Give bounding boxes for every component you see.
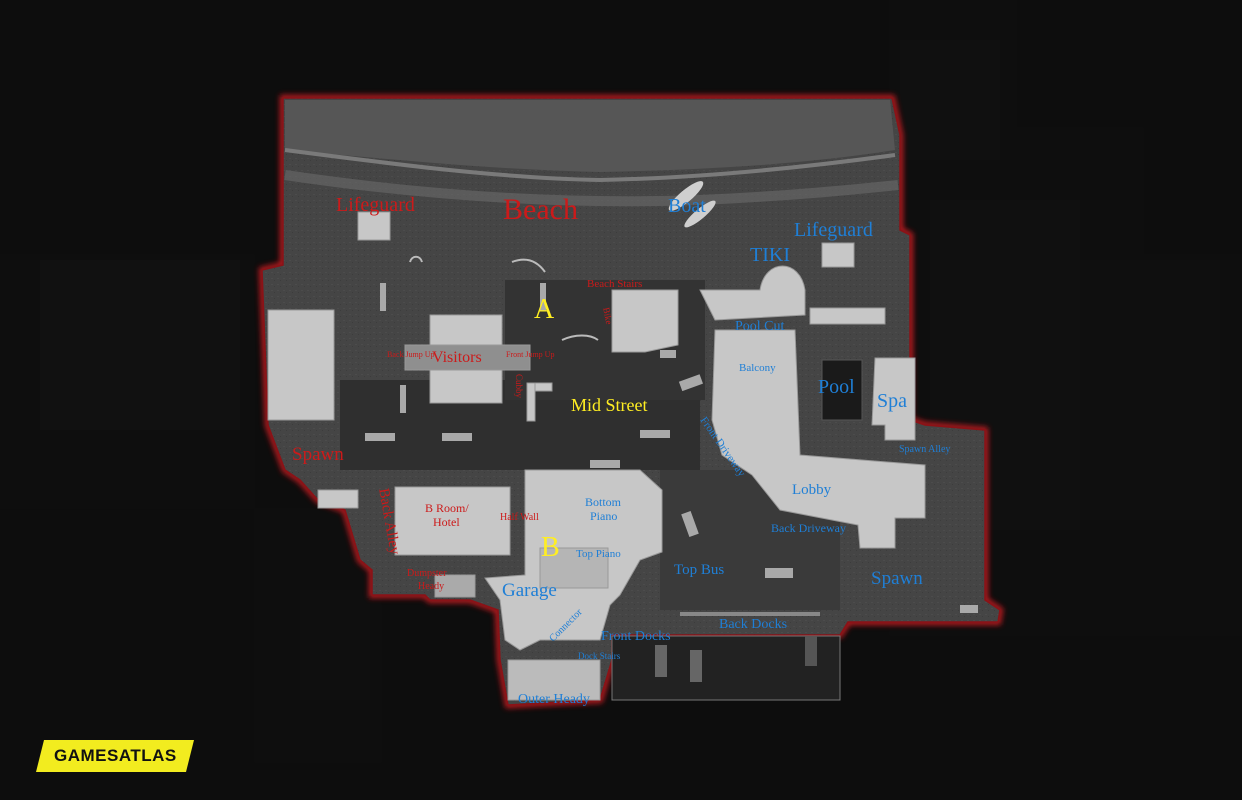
callout-spa: Spa [877, 390, 907, 412]
callout-spawn-left: Spawn [292, 444, 344, 465]
callout-lifeguard-left: Lifeguard [336, 194, 415, 216]
callout-outer-heady: Outer Heady [518, 692, 590, 707]
building-outer-heady [507, 659, 601, 701]
callout-piano: Piano [590, 509, 617, 523]
callout-bike: Bike [601, 307, 614, 325]
callout-beach: Beach [503, 193, 578, 226]
callout-front-docks: Front Docks [601, 629, 671, 644]
props [365, 181, 978, 682]
callout-back-driveway: Back Driveway [771, 521, 846, 535]
callout-back-docks: Back Docks [719, 617, 787, 632]
building-pool-bar [809, 307, 886, 325]
building-cubby-rail-v [526, 382, 536, 422]
site-b-label: B [541, 532, 560, 563]
building-visitors-side [404, 344, 531, 371]
callout-lifeguard-right: Lifeguard [794, 219, 873, 241]
callout-spawn-right: Spawn [871, 568, 923, 589]
callout-hotel: Hotel [433, 515, 460, 529]
callout-pool: Pool [818, 376, 855, 398]
building-tiki [699, 265, 806, 321]
callout-garage: Garage [502, 580, 557, 601]
site-labels: A B [534, 294, 560, 563]
callout-heady: Heady [418, 581, 444, 592]
building-beach-stairs [611, 289, 679, 353]
callout-b-room: B Room/ [425, 501, 469, 515]
callout-top-piano: Top Piano [576, 548, 621, 560]
building-lifeguard-right [821, 242, 855, 268]
building-spawn-left [317, 489, 359, 509]
buildings [267, 211, 926, 701]
building-docks [611, 635, 841, 701]
building-left [267, 309, 335, 421]
callout-pool-cut: Pool Cut [735, 319, 785, 334]
building-dumpster [434, 574, 476, 598]
callout-cubby: Cubby [514, 374, 524, 399]
callout-top-bus: Top Bus [674, 562, 724, 578]
site-a-label: A [534, 294, 555, 325]
callout-half-wall: Half Wall [500, 512, 539, 523]
callout-dock-stairs: Dock Stairs [578, 651, 621, 661]
callout-back-jump-up: Back Jump Up [387, 350, 435, 359]
building-garage-block [539, 547, 609, 589]
callout-mid-street: Mid Street [571, 395, 648, 415]
boat-2 [684, 200, 716, 228]
yellow-callouts: Mid Street [571, 395, 648, 415]
pool-water [821, 359, 863, 421]
callout-visitors: Visitors [432, 349, 482, 366]
callout-front-jump-up: Front Jump Up [506, 350, 554, 359]
callout-beach-stairs: Beach Stairs [587, 278, 642, 290]
building-lobby [711, 329, 926, 549]
logo-text: GAMESATLAS [53, 746, 177, 765]
callout-lobby: Lobby [792, 482, 832, 498]
callout-spawn-alley: Spawn Alley [899, 444, 950, 455]
gamesatlas-logo: GAMESATLAS [36, 740, 194, 772]
callout-dumpster: Dumpster [407, 568, 447, 579]
boat-1 [668, 181, 704, 211]
callout-boat: Boat [668, 195, 706, 217]
callout-bottom: Bottom [585, 495, 622, 509]
building-b-room [394, 486, 511, 556]
building-lifeguard-left [357, 211, 391, 241]
callout-tiki: TIKI [750, 244, 790, 266]
building-spa [871, 357, 916, 441]
red-callouts: Lifeguard Beach Beach Stairs Bike Back J… [292, 193, 642, 592]
ocean [284, 100, 899, 207]
callout-balcony: Balcony [739, 362, 776, 374]
